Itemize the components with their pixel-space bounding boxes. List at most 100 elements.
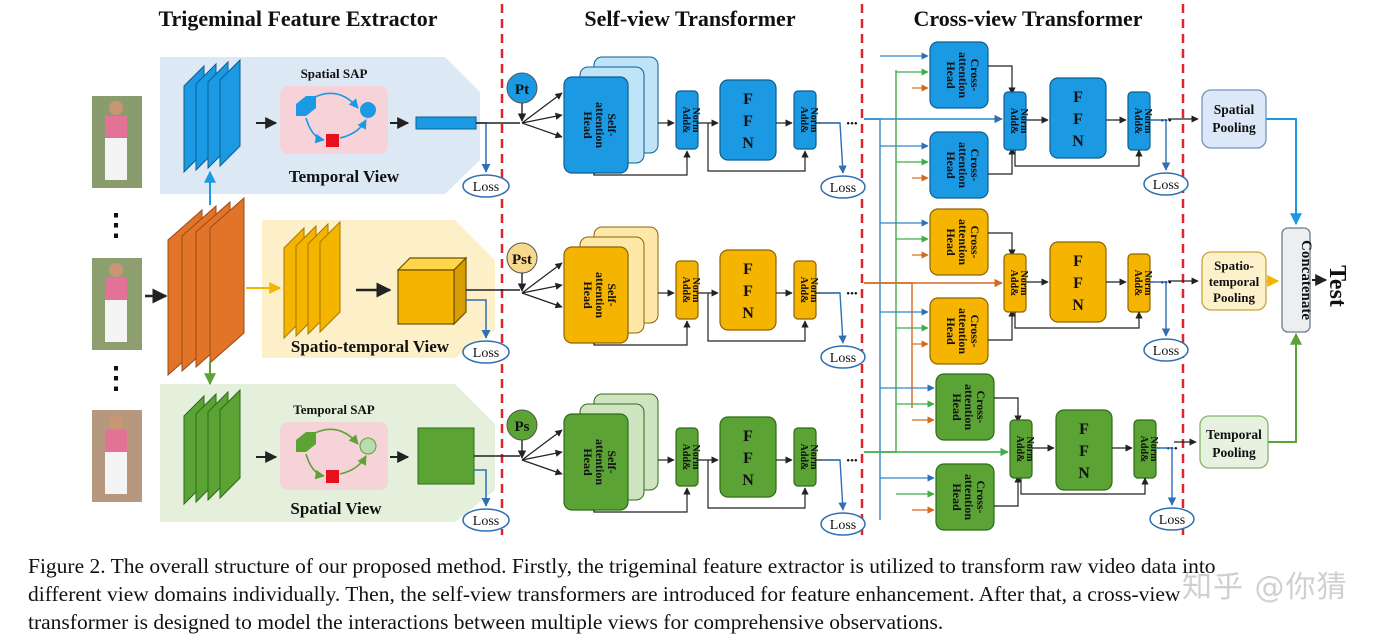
head-line-2: attention: [593, 272, 607, 318]
person-frame-1: [92, 96, 142, 188]
cross-add-norm-2-spatial: Add&Norm: [1133, 419, 1159, 479]
add-norm-line-2: Norm: [690, 108, 701, 134]
ffn-letter: F: [743, 261, 753, 278]
input-frames: [92, 96, 142, 502]
add-norm-line-1: Add&: [1014, 436, 1025, 463]
add-norm-line-2: Norm: [690, 445, 701, 471]
token-temporal: Pt: [506, 72, 538, 104]
concatenate-box: Concatenate: [1281, 227, 1314, 333]
self-view-ellipsis-spatial: •••: [846, 455, 858, 467]
loss-label: Loss: [1153, 344, 1179, 359]
loss-self-spatial: Loss: [820, 512, 866, 536]
ffn-letter: N: [1072, 133, 1084, 150]
head-line-2: attention: [593, 439, 607, 485]
st-pooling-line-1: Spatio-: [1214, 258, 1254, 273]
ffn-letter: F: [743, 91, 753, 108]
header-extractor: Trigeminal Feature Extractor: [159, 6, 438, 31]
ffn-letter: N: [742, 305, 754, 322]
head-line-3: Head: [944, 228, 958, 256]
cross-view-row-temporal: Cross-attentionHeadCross-attentionHeadAd…: [880, 41, 1189, 199]
ffn-letter: F: [1073, 275, 1083, 292]
head-line-1: Self-: [605, 450, 619, 473]
ffn-letter: F: [743, 113, 753, 130]
token-spatiotemporal: Pst: [506, 242, 538, 274]
self-ffn-spatial: FFN: [719, 416, 777, 498]
head-line-3: Head: [581, 111, 595, 139]
head-line-1: Cross-: [968, 148, 982, 181]
head-line-3: Head: [950, 393, 964, 421]
cross-add-norm-2-spatiotemporal: Add&Norm: [1127, 253, 1153, 313]
add-norm-line-2: Norm: [1148, 437, 1159, 463]
temporal-branch-layers: [183, 58, 241, 174]
add-norm-line-1: Add&: [1132, 270, 1143, 297]
temporal-view-label: Temporal View: [289, 167, 400, 186]
header-self-view: Self-view Transformer: [584, 6, 795, 31]
spatiotemporal-branch-layers: [283, 220, 341, 340]
loss-label: Loss: [473, 346, 499, 361]
frames-dots-top: ⋮: [101, 209, 131, 242]
self-add-norm-1-temporal: Add&Norm: [675, 90, 701, 150]
add-norm-line-2: Norm: [690, 278, 701, 304]
token-label: Pt: [515, 82, 529, 98]
loss-label: Loss: [1153, 178, 1179, 193]
head-line-3: Head: [950, 483, 964, 511]
ffn-letter: F: [743, 428, 753, 445]
spatial-sap-module: [280, 86, 388, 154]
cross-add-norm-1-temporal: Add&Norm: [1003, 91, 1029, 151]
head-line-3: Head: [944, 61, 958, 89]
loss-label: Loss: [473, 514, 499, 529]
loss-cross-temporal: Loss: [1143, 172, 1189, 196]
self-ffn-spatiotemporal: FFN: [719, 249, 777, 331]
add-norm-line-1: Add&: [798, 444, 809, 471]
add-norm-line-2: Norm: [808, 445, 819, 471]
head-line-1: Cross-: [968, 314, 982, 347]
ffn-letter: F: [1073, 111, 1083, 128]
ffn-letter: N: [1072, 297, 1084, 314]
token-label: Pst: [512, 252, 532, 268]
head-line-3: Head: [581, 448, 595, 476]
cross-view-row-spatial: Cross-attentionHeadCross-attentionHeadAd…: [880, 373, 1195, 531]
loss-cross-spatial: Loss: [1149, 507, 1195, 531]
head-line-2: attention: [956, 219, 970, 265]
add-norm-line-2: Norm: [1018, 109, 1029, 135]
head-line-3: Head: [944, 317, 958, 345]
self-view-ellipsis-spatiotemporal: •••: [846, 288, 858, 300]
loss-self-temporal: Loss: [820, 175, 866, 199]
figure-caption: Figure 2. The overall structure of our p…: [28, 552, 1368, 636]
temporal-pooling-line-1: Temporal: [1206, 427, 1262, 442]
spatial-pooling-box: Spatial Pooling: [1201, 89, 1267, 149]
head-line-1: Self-: [605, 113, 619, 136]
caption-line-2: different view domains individually. The…: [28, 582, 1181, 606]
cross-add-norm-2-temporal: Add&Norm: [1127, 91, 1153, 151]
loss-label: Loss: [473, 180, 499, 195]
add-norm-line-1: Add&: [680, 107, 691, 134]
loss-label: Loss: [830, 518, 856, 533]
head-line-1: Cross-: [974, 480, 988, 513]
head-line-3: Head: [581, 281, 595, 309]
test-label: Test: [1324, 265, 1350, 307]
ffn-letter: F: [1073, 253, 1083, 270]
ffn-letter: F: [743, 283, 753, 300]
temporal-feature: [415, 116, 477, 130]
head-line-3: Head: [944, 151, 958, 179]
frames-dots-bottom: ⋮: [101, 362, 131, 395]
cross-add-norm-1-spatial: Add&Norm: [1009, 419, 1035, 479]
temporal-sap-label: Temporal SAP: [293, 402, 375, 417]
self-add-norm-1-spatiotemporal: Add&Norm: [675, 260, 701, 320]
ffn-letter: N: [742, 472, 754, 489]
loss-label: Loss: [1159, 513, 1185, 528]
temporal-sap-module: [280, 422, 388, 490]
loss-extractor-temporal: Loss: [462, 174, 510, 198]
